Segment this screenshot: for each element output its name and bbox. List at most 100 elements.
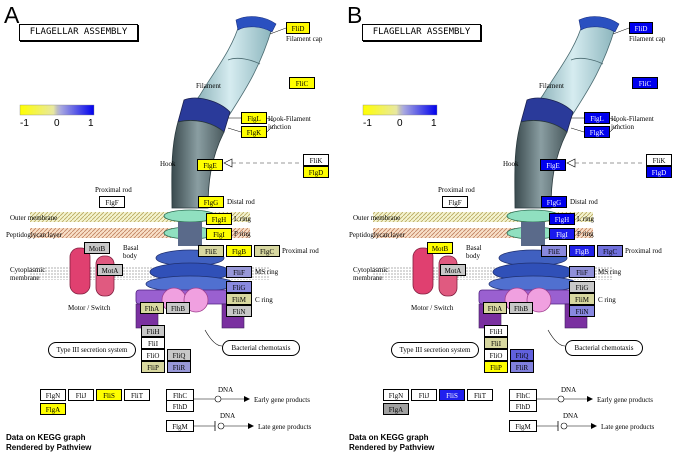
gene-box-flip[interactable]: FliP [141,361,165,373]
gene-box-flig[interactable]: FliG [226,281,252,293]
label-distal-rod: Distal rod [227,198,255,206]
footer-line1: Data on KEGG graph [349,433,429,442]
gene-box-fliq[interactable]: FliQ [510,349,534,361]
gene-box-flgd[interactable]: FlgD [303,166,329,178]
gene-box-flis[interactable]: FliS [96,389,122,401]
label-peptidoglycan: Peptidoglycan layer [349,231,405,239]
gene-box-flis[interactable]: FliS [439,389,465,401]
gene-box-flgi[interactable]: FlgI [549,228,575,240]
gene-box-flim[interactable]: FliM [226,293,252,305]
label-basal: Basal [466,244,482,252]
gene-box-flga[interactable]: FlgA [40,403,66,415]
gene-box-flge[interactable]: FlgE [540,159,566,171]
gene-box-flie[interactable]: FliE [198,245,224,257]
gene-box-flha[interactable]: FlhA [140,302,164,314]
gene-box-flin[interactable]: FliN [226,305,252,317]
bacterial-chemotaxis-link[interactable]: Bacterial chemotaxis [222,340,300,356]
gene-box-flgf[interactable]: FlgF [99,196,125,208]
gene-box-flih[interactable]: FliH [484,325,508,337]
gene-box-flig[interactable]: FliG [569,281,595,293]
gene-box-flhb[interactable]: FlhB [509,302,533,314]
label-ms-ring: MS ring [598,268,622,276]
gene-box-mota[interactable]: MotA [97,264,123,276]
gene-box-flit[interactable]: FliT [124,389,150,401]
gene-box-flgh[interactable]: FlgH [549,213,575,225]
footer-line2: Rendered by Pathview [349,443,435,452]
bacterial-chemotaxis-link[interactable]: Bacterial chemotaxis [565,340,643,356]
type3-secretion-link[interactable]: Type III secretion system [391,342,479,358]
gene-box-flit[interactable]: FliT [467,389,493,401]
gene-box-flgc[interactable]: FlgC [254,245,280,257]
label-junction: junction [611,123,634,131]
gene-box-flgn[interactable]: FlgN [40,389,66,401]
gene-box-flgd[interactable]: FlgD [646,166,672,178]
type3-secretion-link[interactable]: Type III secretion system [48,342,136,358]
gene-box-flin[interactable]: FliN [569,305,595,317]
gene-box-flir[interactable]: FliR [510,361,534,373]
label-proximal-rod: Proximal rod [438,186,475,194]
gene-box-flid[interactable]: FliD [629,22,653,34]
gene-box-flgg[interactable]: FlgG [541,196,567,208]
gene-box-flih[interactable]: FliH [141,325,165,337]
gene-box-flip[interactable]: FliP [484,361,508,373]
gene-box-flga[interactable]: FlgA [383,403,409,415]
gene-box-fliq[interactable]: FliQ [167,349,191,361]
gene-box-flgk[interactable]: FlgK [241,126,267,138]
gene-box-flgn[interactable]: FlgN [383,389,409,401]
gene-box-flij[interactable]: FliJ [411,389,437,401]
gene-box-flgm[interactable]: FlgM [509,420,537,432]
label-filament-cap: Filament cap [286,35,323,43]
gene-box-flgg[interactable]: FlgG [198,196,224,208]
gene-box-flii[interactable]: FliI [484,337,508,349]
gene-box-flgi[interactable]: FlgI [206,228,232,240]
gene-box-flir[interactable]: FliR [167,361,191,373]
gene-box-flid[interactable]: FliD [286,22,310,34]
label-membrane: membrane [10,274,40,282]
gene-box-flhd[interactable]: FlhD [166,400,194,412]
label-motor-switch: Motor / Switch [411,304,454,312]
scale-label-mid: 0 [397,118,403,129]
gene-box-motb[interactable]: MotB [84,242,110,254]
gene-box-flij[interactable]: FliJ [68,389,94,401]
gene-box-flgk[interactable]: FlgK [584,126,610,138]
gene-box-flii[interactable]: FliI [141,337,165,349]
gene-box-flgh[interactable]: FlgH [206,213,232,225]
label-l-ring: L ring [234,215,252,223]
gene-box-flgc[interactable]: FlgC [597,245,623,257]
gene-box-motb[interactable]: MotB [427,242,453,254]
gene-box-flim[interactable]: FliM [569,293,595,305]
gene-box-flhd[interactable]: FlhD [509,400,537,412]
label-late: Late gene products [258,423,312,431]
scale-label-min: -1 [20,118,29,129]
gene-box-flgm[interactable]: FlgM [166,420,194,432]
label-proximal-rod2: Proximal rod [625,247,662,255]
gene-box-flgf[interactable]: FlgF [442,196,468,208]
gene-box-flik[interactable]: FliK [646,154,672,166]
label-junction: junction [268,123,291,131]
label-body: body [466,252,480,260]
gene-box-flie[interactable]: FliE [541,245,567,257]
gene-box-flif[interactable]: FliF [569,266,595,278]
label-basal: Basal [123,244,139,252]
gene-box-flio[interactable]: FliO [484,349,508,361]
label-hook: Hook [503,160,519,168]
gene-box-mota[interactable]: MotA [440,264,466,276]
gene-box-flgl[interactable]: FlgL [241,112,267,124]
label-ms-ring: MS ring [255,268,279,276]
gene-box-flge[interactable]: FlgE [197,159,223,171]
gene-box-flgb[interactable]: FlgB [569,245,595,257]
gene-box-flif[interactable]: FliF [226,266,252,278]
gene-box-flgb[interactable]: FlgB [226,245,252,257]
gene-box-flic[interactable]: FliC [289,77,315,89]
gene-box-flgl[interactable]: FlgL [584,112,610,124]
label-hook-filament: Hook-Filament [268,115,311,123]
scale-label-max: 1 [88,118,94,129]
gene-box-flic[interactable]: FliC [632,77,658,89]
gene-box-flhb[interactable]: FlhB [166,302,190,314]
gene-box-flha[interactable]: FlhA [483,302,507,314]
gene-box-flio[interactable]: FliO [141,349,165,361]
label-membrane: membrane [353,274,383,282]
flagellum-diagram [19,16,302,431]
gene-box-flik[interactable]: FliK [303,154,329,166]
